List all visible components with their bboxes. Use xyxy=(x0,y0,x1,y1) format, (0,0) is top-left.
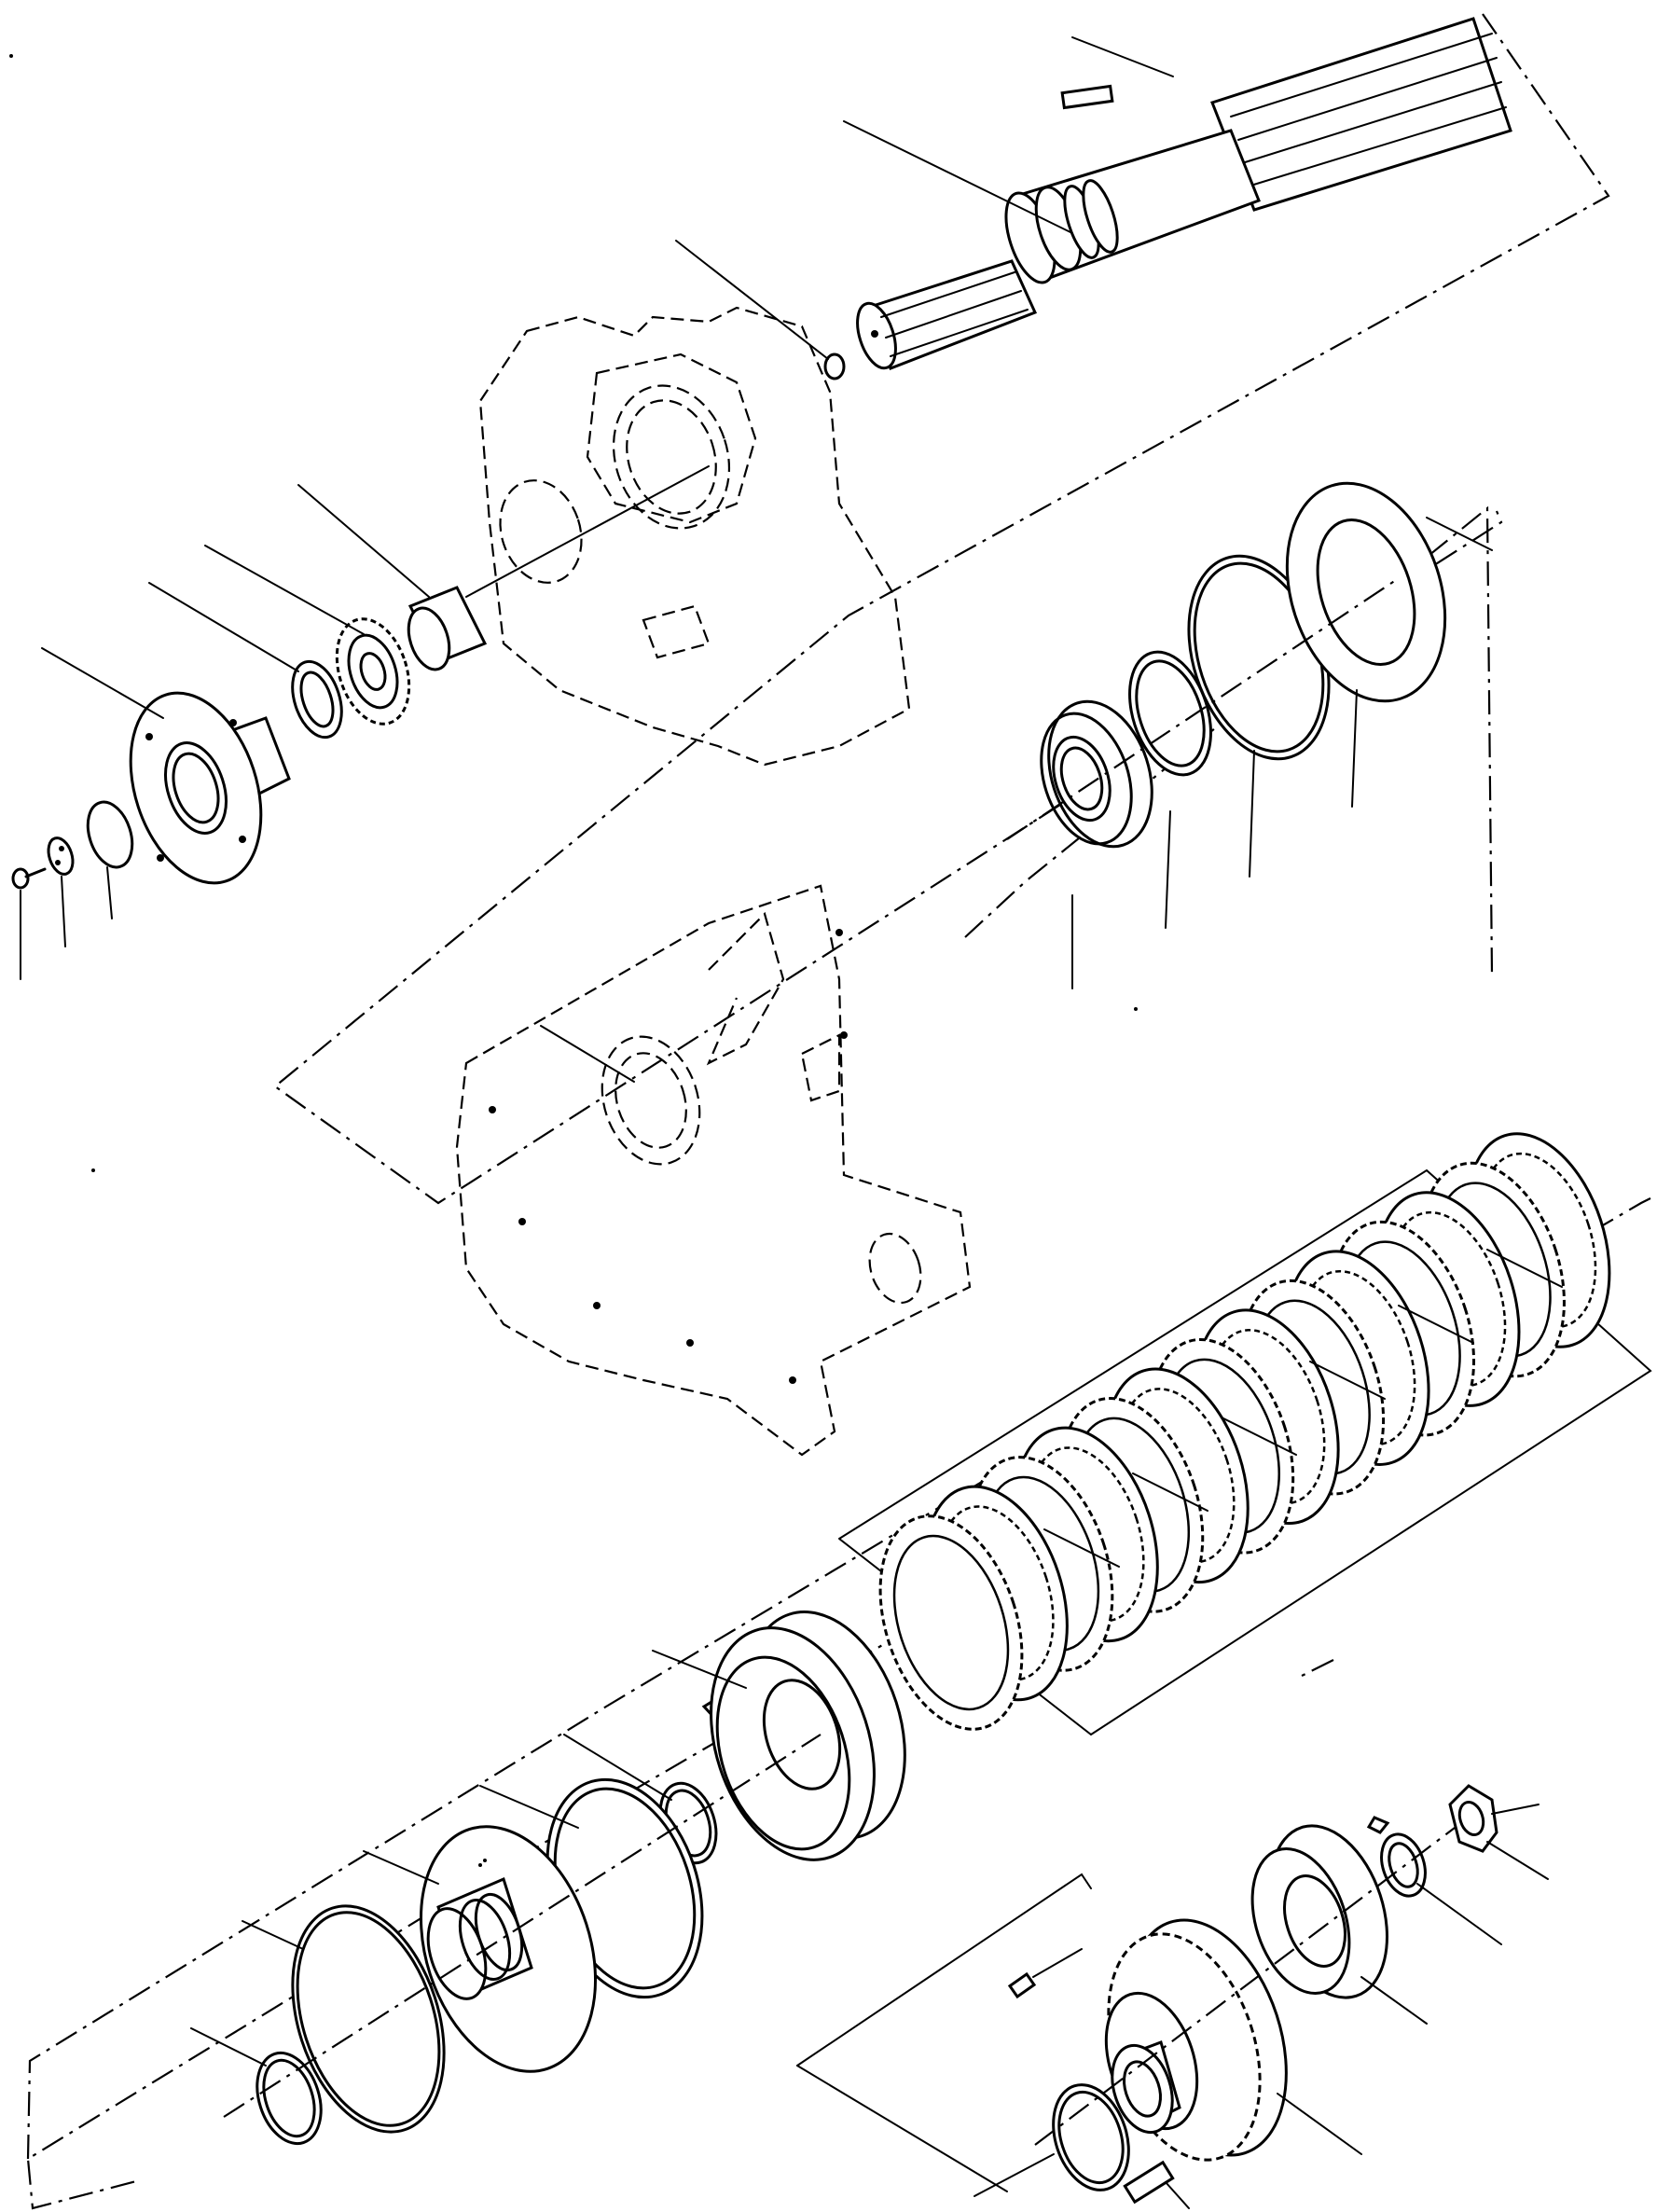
clutch-leader-line xyxy=(1221,1417,1297,1456)
piston-part xyxy=(363,1825,598,2073)
axis-line-lower xyxy=(223,1734,822,2118)
nut-part xyxy=(1448,1784,1549,1880)
axis-line-middle xyxy=(1006,577,1400,840)
clutch-drum-part xyxy=(652,1611,906,1861)
bolt-part xyxy=(11,867,47,980)
hub-group-frame xyxy=(796,1873,1092,2192)
clutch-leader-line xyxy=(1309,1361,1386,1400)
clutch-disc xyxy=(878,1514,1024,1731)
gear-part xyxy=(204,545,411,726)
sleeve-part xyxy=(297,484,488,671)
scan-specks xyxy=(9,54,1138,1867)
rear-housing-part xyxy=(455,884,972,1457)
clutch-leader-line xyxy=(1043,1528,1120,1568)
clutch-pack-part xyxy=(878,1132,1611,1731)
lock-plate-part xyxy=(47,836,75,947)
bearing-part xyxy=(1040,699,1153,989)
snap-ring-small-part xyxy=(190,2027,323,2146)
housing-part xyxy=(465,306,911,767)
clutch-leader-line xyxy=(1132,1472,1208,1512)
ring-part xyxy=(148,582,343,740)
key-part xyxy=(1060,36,1174,110)
backing-plate-part xyxy=(1250,1824,1428,2025)
plug-part xyxy=(675,240,846,380)
clutch-leader-line xyxy=(1486,1249,1563,1288)
flange-part xyxy=(41,647,291,885)
shaft-group-frame xyxy=(273,13,1610,1205)
output-shaft-part xyxy=(843,17,1512,370)
washer-part xyxy=(86,800,134,919)
set-screw-part xyxy=(1007,1948,1083,1999)
hub-part xyxy=(1104,1918,1362,2162)
thrust-washer-part xyxy=(1285,481,1493,808)
bearing-group-frame xyxy=(964,505,1494,975)
o-ring-large-part xyxy=(242,1904,446,2134)
dowel-part xyxy=(1123,2160,1190,2209)
o-ring-hub-part xyxy=(973,2083,1130,2197)
clutch-leader-line xyxy=(1398,1305,1474,1344)
lock-washer-part xyxy=(1366,1816,1502,1945)
axis-line-hub xyxy=(1034,1827,1456,2146)
